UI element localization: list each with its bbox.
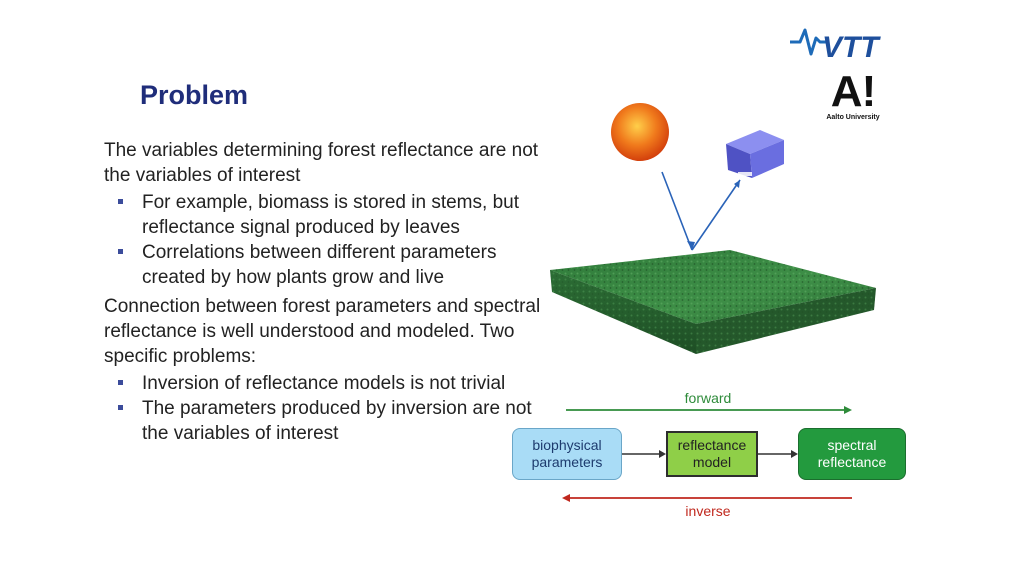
reflected-ray — [691, 179, 741, 251]
bullet-text: Correlations between different parameter… — [142, 242, 497, 288]
sun-icon — [611, 103, 669, 161]
bullet-square-icon — [118, 199, 123, 204]
diagram-arrows — [562, 406, 852, 502]
incident-ray — [661, 171, 693, 251]
bullet-list-1: For example, biomass is stored in stems,… — [104, 190, 554, 290]
svg-text:VTT: VTT — [822, 31, 881, 64]
reflectance-model-box: reflectance model — [666, 431, 758, 477]
bullet-square-icon — [118, 380, 123, 385]
bullet-item: The parameters produced by inversion are… — [104, 396, 554, 446]
paragraph-1: The variables determining forest reflect… — [104, 140, 539, 186]
bullet-item: For example, biomass is stored in stems,… — [104, 190, 554, 240]
bullet-list-2: Inversion of reflectance models is not t… — [104, 371, 554, 446]
vtt-logo: VTT — [790, 28, 881, 64]
bullet-text: Inversion of reflectance models is not t… — [142, 373, 506, 394]
slide-title: Problem — [140, 80, 249, 110]
forward-label: forward — [684, 390, 732, 406]
aalto-logo: A! Aalto University — [818, 67, 888, 122]
bullet-text: For example, biomass is stored in stems,… — [142, 192, 519, 238]
slide-body: The variables determining forest reflect… — [104, 138, 554, 450]
bullet-square-icon — [118, 249, 123, 254]
bullet-item: Inversion of reflectance models is not t… — [104, 371, 554, 396]
forest-canopy — [550, 250, 876, 354]
spectral-reflectance-box: spectral reflectance — [798, 428, 906, 480]
aalto-name: Aalto University — [826, 114, 880, 121]
bullet-item: Correlations between different parameter… — [104, 240, 554, 290]
paragraph-2: Connection between forest parameters and… — [104, 296, 541, 367]
reflectance-illustration — [550, 103, 876, 354]
forward-inverse-diagram: forward inverse biophysical parameters r… — [508, 384, 920, 524]
bullet-text: The parameters produced by inversion are… — [142, 398, 532, 444]
biophysical-parameters-box: biophysical parameters — [512, 428, 622, 480]
aalto-mark: A! — [830, 67, 876, 116]
bullet-square-icon — [118, 405, 123, 410]
inverse-label: inverse — [685, 503, 731, 519]
sensor-icon — [726, 130, 784, 178]
